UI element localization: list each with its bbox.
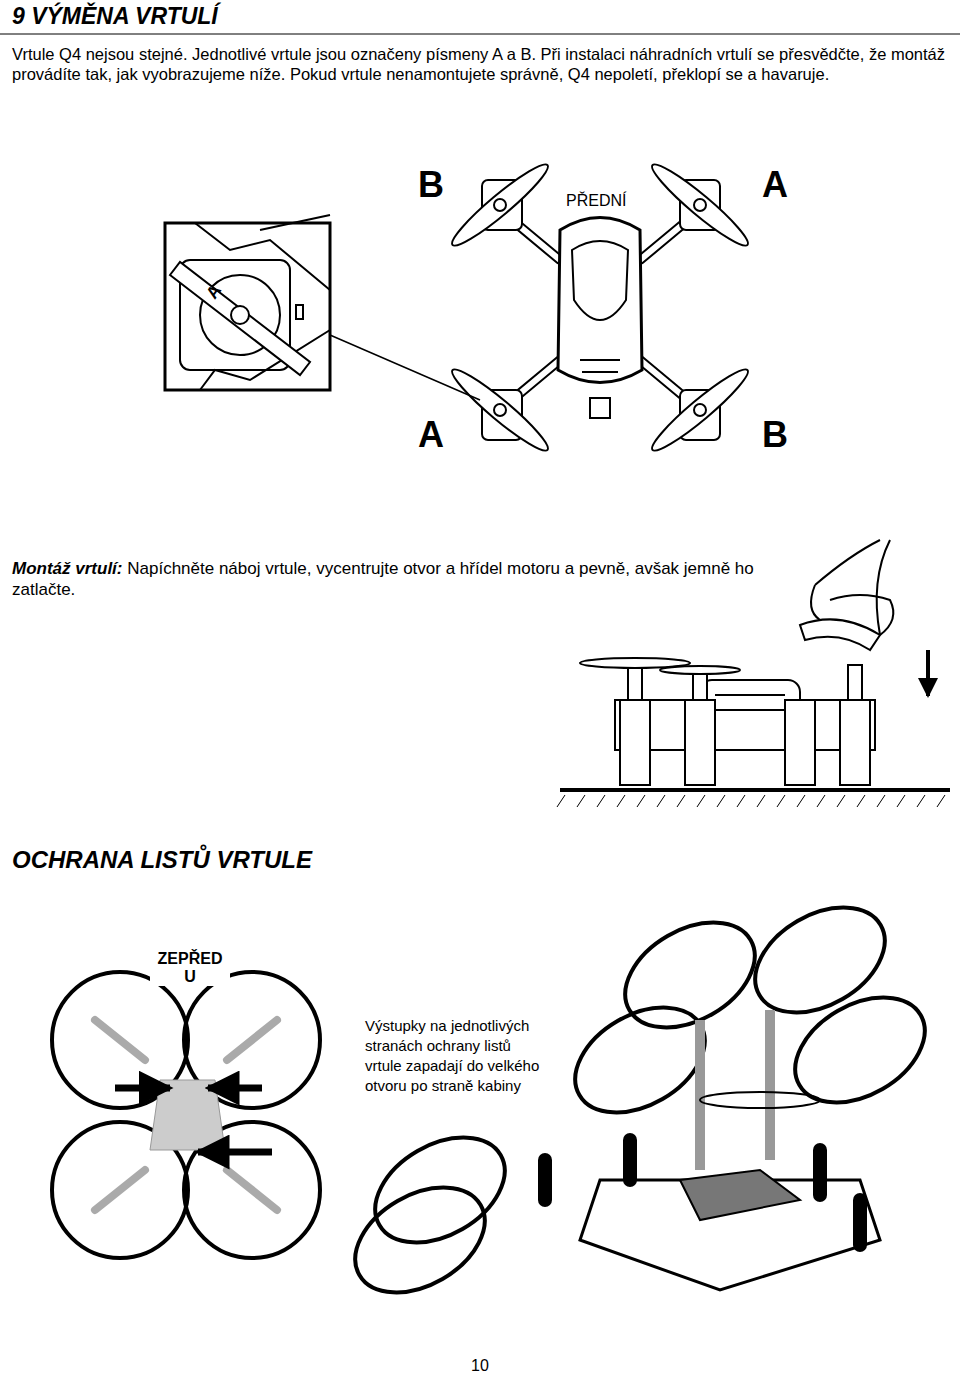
leader-line [330,335,480,400]
instruction-paragraph: Montáž vrtulí: Napíchněte náboj vrtule, … [12,558,772,600]
propeller-letter: B [418,164,444,206]
front-label: ZEPŘED U [150,950,230,986]
guard-front-view [52,972,320,1258]
propeller-letter: B [762,414,788,456]
drone-top-view [446,157,754,457]
heading-rule [0,34,960,35]
front-label: PŘEDNÍ [566,192,626,210]
page-number: 10 [0,1357,960,1375]
intro-text: Vrtule Q4 nejsou stejné. Jednotlivé vrtu… [12,44,948,84]
guard-exploded-view [337,886,943,1314]
page-heading: 9 VÝMĚNA VRTULÍ [12,3,218,30]
drone-side-view [557,540,950,807]
pointer-arrows [115,1088,272,1152]
propeller-letter: A [418,414,444,456]
callout-note: Výstupky na jednotlivých stranách ochran… [365,1016,540,1096]
zoom-detail [165,215,330,390]
push-arrow [926,650,930,696]
section-heading: OCHRANA LISTŮ VRTULE [12,846,312,874]
propeller-letter: A [762,164,788,206]
instruction-lead: Montáž vrtulí: [12,559,123,578]
instruction-text: Napíchněte náboj vrtule, vycentrujte otv… [12,559,754,599]
